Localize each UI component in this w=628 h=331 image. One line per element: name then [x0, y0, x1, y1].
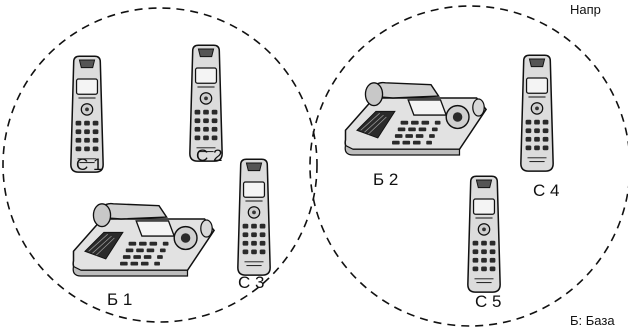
- top-right-text: Напр: [570, 2, 601, 17]
- label-c3: С 3: [238, 273, 264, 292]
- coverage-circle-left: [2, 7, 318, 323]
- label-c1: С 1: [76, 155, 102, 174]
- label-b2: Б 2: [373, 170, 398, 189]
- base-station-icon-b1: [72, 202, 215, 277]
- label-c5: С 5: [475, 292, 501, 311]
- handset-icon-c5: [467, 175, 501, 293]
- handset-icon-c2: [189, 44, 223, 162]
- label-b1: Б 1: [107, 290, 132, 309]
- label-c2: С 2: [196, 146, 222, 165]
- label-c4: С 4: [533, 181, 559, 200]
- handset-icon-c4: [520, 54, 554, 172]
- legend-base-text: Б: База: [570, 313, 615, 328]
- handset-icon-c3: [237, 158, 271, 276]
- base-station-icon-b2: [344, 81, 487, 156]
